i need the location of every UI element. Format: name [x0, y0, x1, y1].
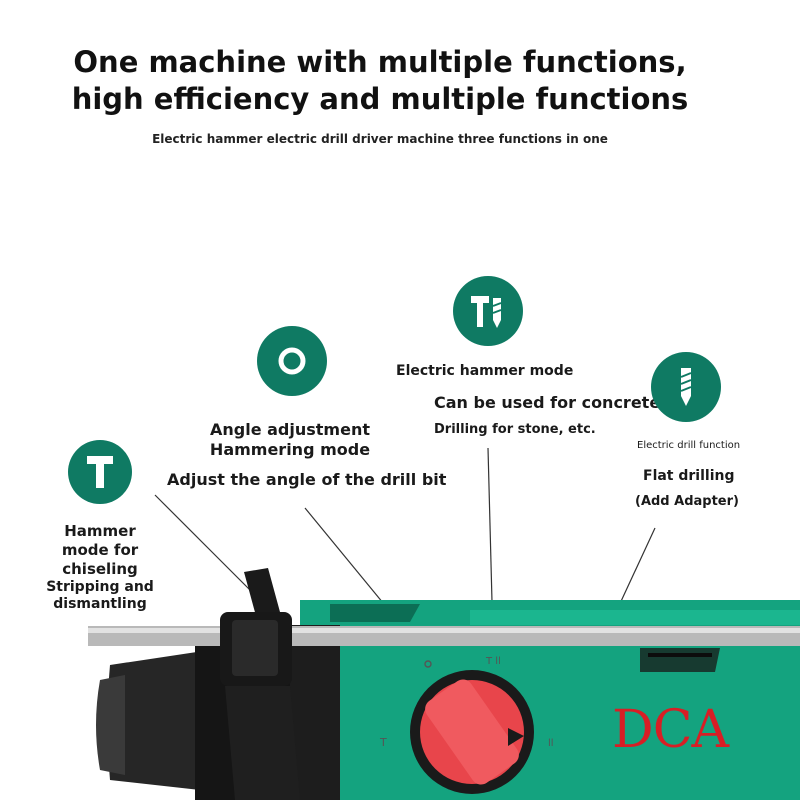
hammer-mode-text: Hammer mode for chiseling Stripping and … — [40, 522, 160, 613]
chisel-icon — [87, 456, 113, 488]
handle-clamp-top — [244, 568, 280, 616]
side-handle — [225, 686, 300, 800]
electric-drill-line-1: Electric drill function — [637, 440, 741, 451]
rod-highlight — [88, 628, 800, 633]
angle-line-2: Hammering mode — [209, 440, 371, 459]
housing-front — [290, 625, 340, 800]
angle-line-1: Angle adjustment — [210, 420, 370, 439]
brand-logo: DCA — [612, 700, 729, 760]
marker-angle — [424, 660, 432, 668]
electric-hammer-line-1: Electric hammer mode — [396, 363, 574, 379]
rotation-dot-icon-badge — [257, 326, 327, 396]
angle-line-3: Adjust the angle of the drill bit — [167, 470, 447, 489]
hammer-line-3: chiseling — [62, 560, 138, 578]
subtitle: Electric hammer electric drill driver ma… — [152, 132, 608, 146]
drill-bit-icon — [680, 368, 692, 406]
headline-line-2: high efficiency and multiple functions — [71, 82, 689, 116]
electric-hammer-line-2: Can be used for concrete — [434, 393, 661, 412]
clamp-face — [232, 620, 278, 676]
hammer-line-5: dismantling — [53, 596, 147, 612]
rotation-dot-icon — [278, 347, 306, 375]
chisel-icon-badge — [68, 440, 132, 504]
vent-slot — [640, 648, 720, 672]
marker-chisel: T — [379, 736, 387, 749]
drill-chuck — [107, 650, 210, 790]
tool-body-shadow — [330, 604, 420, 622]
electric-hammer-line-3: Drilling for stone, etc. — [434, 422, 596, 437]
marker-drill: ll — [548, 738, 554, 749]
hammer-drill-icon — [471, 296, 502, 328]
hammer-line-2: mode for — [61, 541, 139, 559]
hammer-line-4: Stripping and — [46, 579, 154, 595]
drill-bit-icon-badge — [651, 352, 721, 422]
headline-line-1: One machine with multiple functions, — [73, 45, 687, 79]
knob-pointer-icon — [508, 728, 524, 746]
electric-drill-line-2: Flat drilling — [643, 468, 735, 484]
marker-hammer: T ll — [485, 656, 501, 667]
leader-line-hammer — [154, 494, 253, 593]
knob-grip — [425, 679, 519, 785]
tool-body-highlight — [470, 610, 800, 625]
electric-drill-line-3: (Add Adapter) — [635, 494, 739, 509]
hammer-drill-icon-badge — [453, 276, 523, 346]
hammer-line-1: Hammer — [64, 522, 136, 540]
chuck-tip — [96, 675, 125, 775]
